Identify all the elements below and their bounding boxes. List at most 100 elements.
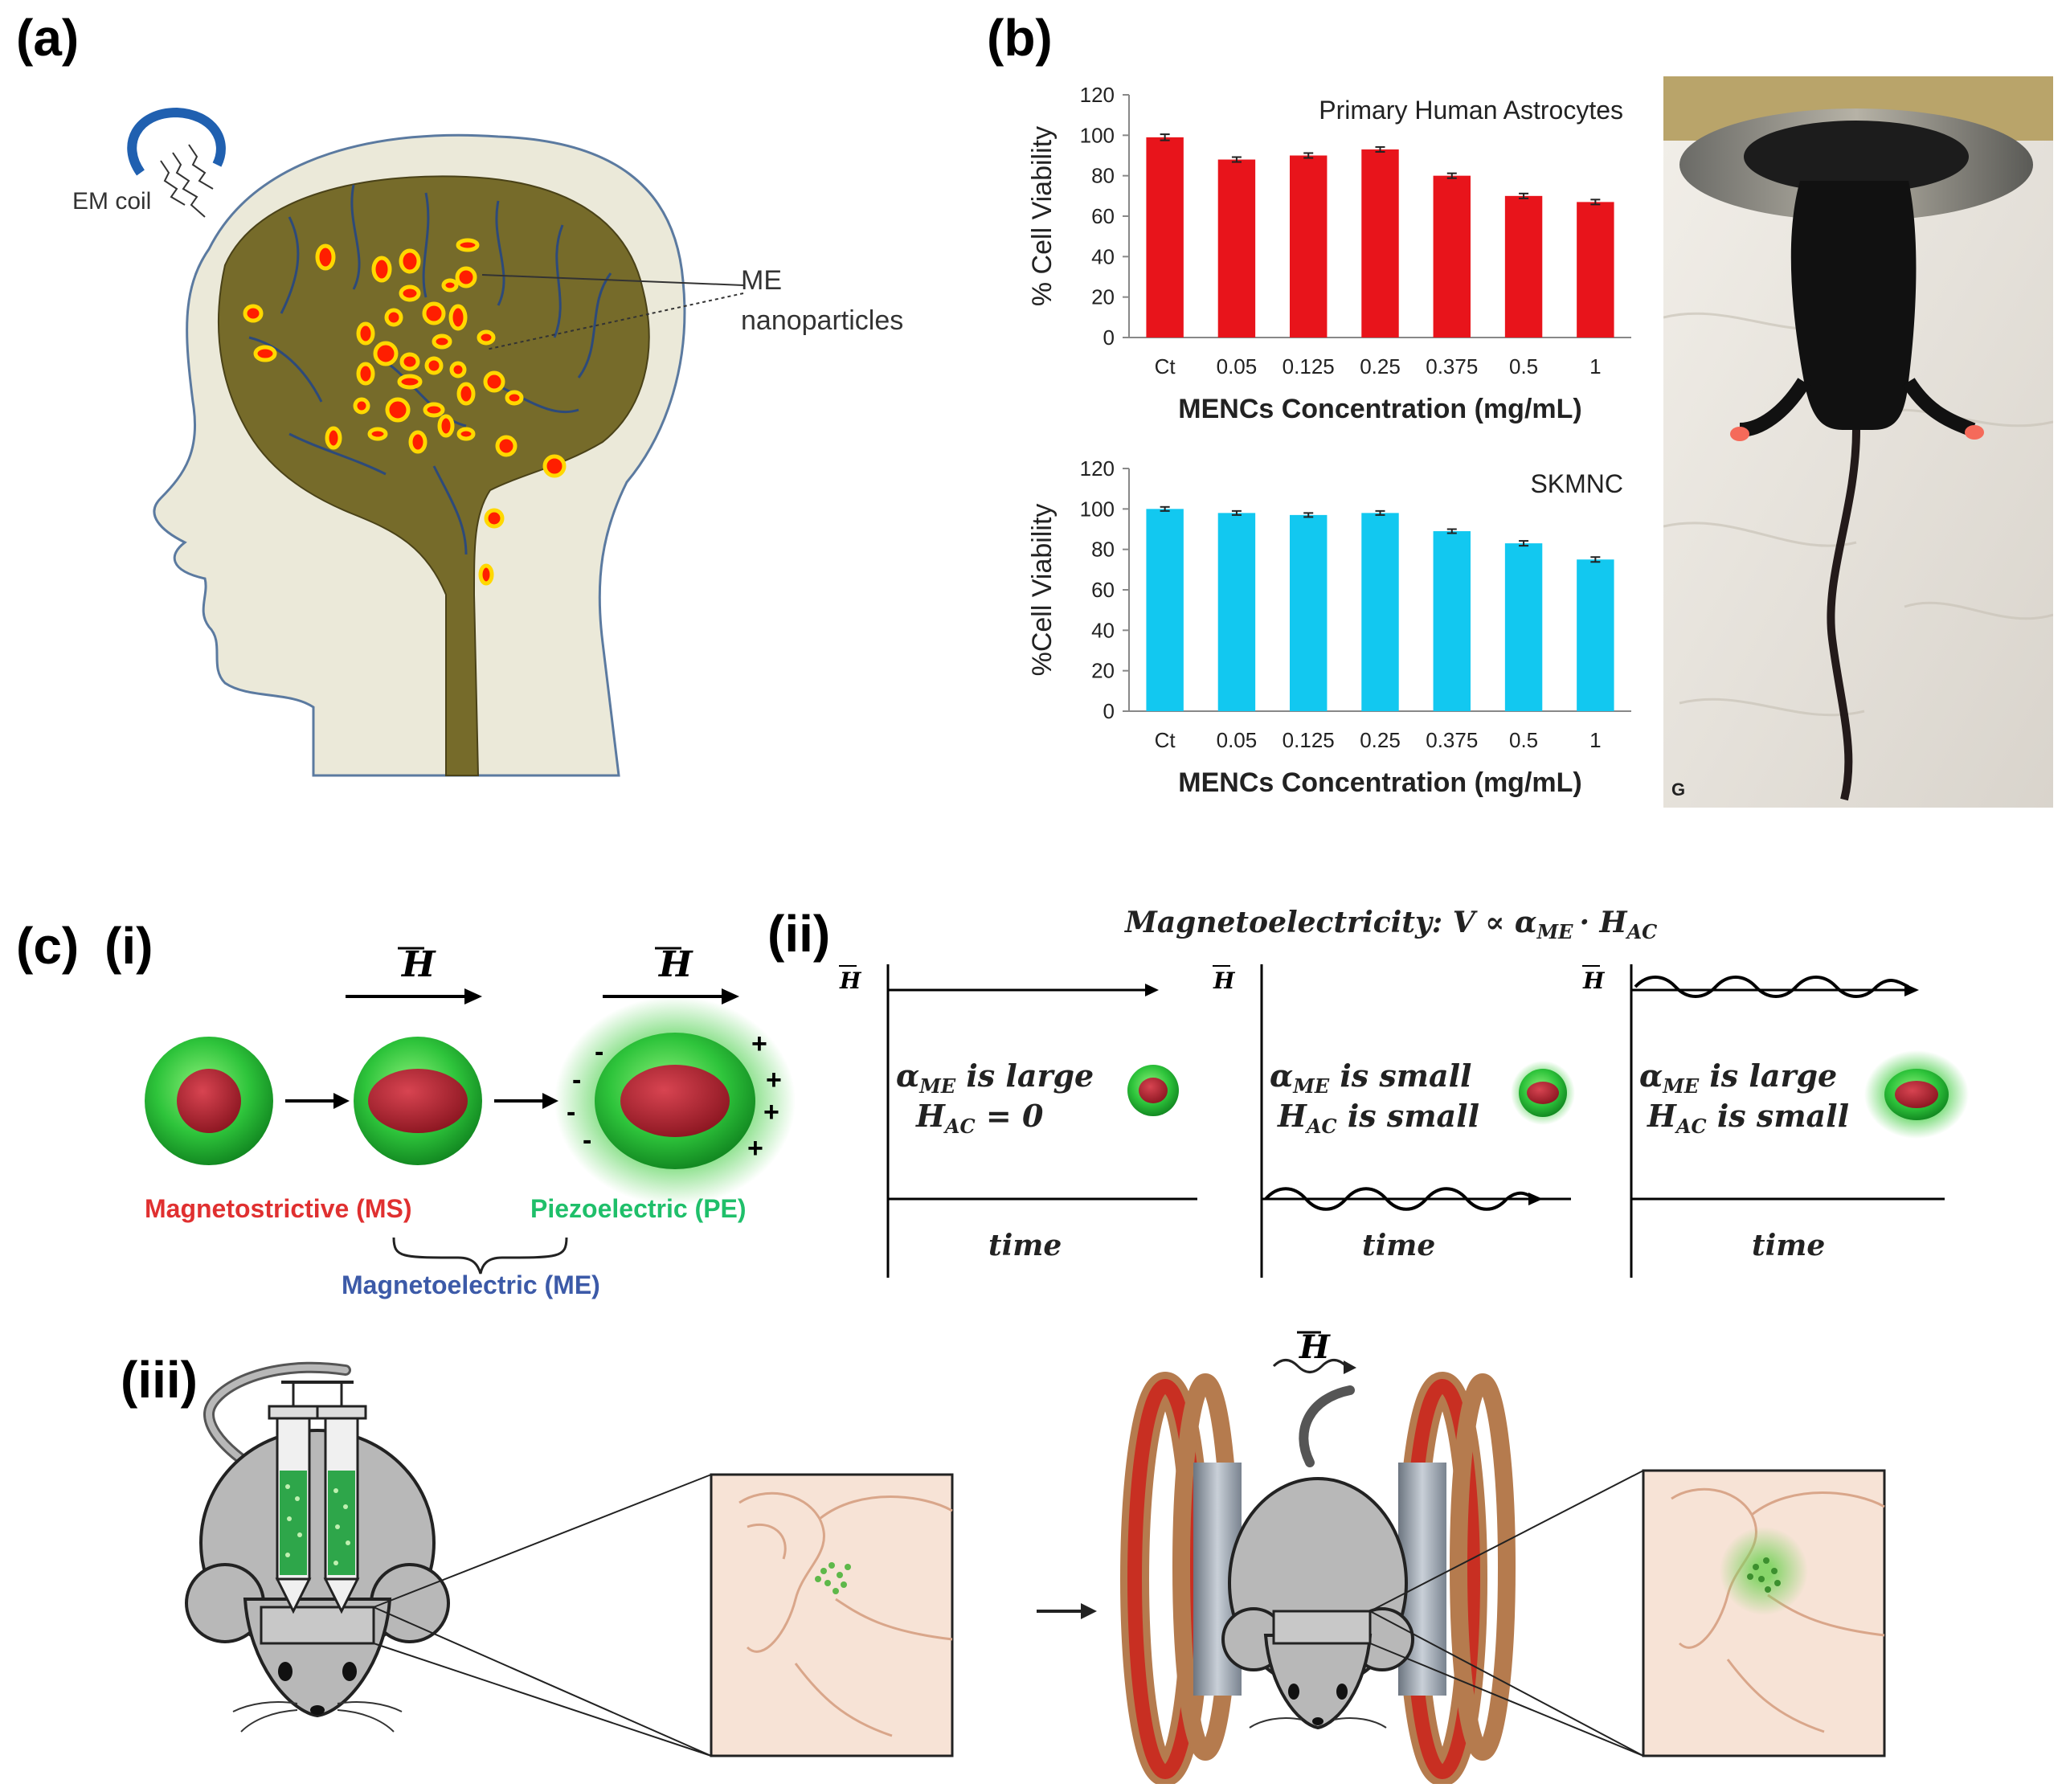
box1-line2: HAC = 0 <box>915 1098 1044 1138</box>
svg-text:+: + <box>766 1065 782 1095</box>
field-label-ii-1: H <box>839 968 862 994</box>
em-coil-icon <box>127 107 226 218</box>
time-plot-1: H αME is large HAC = 0 time <box>839 964 1197 1278</box>
y-tick-label: 80 <box>1091 164 1115 188</box>
x-axis-label: MENCs Concentration (mg/mL) <box>1178 767 1581 798</box>
x-tick-label: 0.25 <box>1360 354 1401 378</box>
x-tick-label: 0.5 <box>1509 728 1538 752</box>
y-tick-label: 0 <box>1103 699 1115 723</box>
y-tick-label: 120 <box>1080 456 1115 481</box>
y-axis-label: % Cell Viability <box>1027 126 1058 306</box>
x-tick-label: 0.125 <box>1283 354 1335 378</box>
magnetoelectricity-diagram: Magnetoelectricity: V ∝ αME· HAC H αME i… <box>839 906 1969 1278</box>
me-nanoparticles <box>243 238 567 586</box>
svg-text:-: - <box>595 1037 603 1067</box>
bar <box>1433 175 1471 338</box>
particle-strained <box>354 1037 482 1165</box>
time-plot-2: H αME is small HAC is small time <box>1213 964 1575 1278</box>
bar <box>1217 159 1256 338</box>
box2-line1: αME is small <box>1270 1058 1472 1098</box>
y-axis-label: %Cell Viability <box>1027 504 1058 677</box>
me-label-line1: ME <box>741 265 782 296</box>
x-tick-label: 0.5 <box>1509 354 1538 378</box>
box3-line1: αME is large <box>1639 1058 1837 1098</box>
y-tick-label: 60 <box>1091 204 1115 228</box>
y-tick-label: 0 <box>1103 325 1115 350</box>
em-coil-label: EM coil <box>72 188 151 215</box>
x-tick-label: 1 <box>1589 728 1601 752</box>
bar <box>1577 202 1614 338</box>
x-tick-label: 0.375 <box>1426 728 1478 752</box>
brain-sulci <box>248 184 612 555</box>
x-tick-label: 0.25 <box>1360 728 1401 752</box>
me-mechanism-diagram: H H ---- ++++ Magnetostrictive (MS) Piez… <box>145 944 796 1299</box>
panel-label-a: (a) <box>16 9 80 67</box>
chart-title: SKMNC <box>1530 469 1623 498</box>
bar <box>1577 559 1614 711</box>
pe-label: Piezoelectric (PE) <box>530 1194 747 1223</box>
particle-polarized <box>554 996 796 1205</box>
x-tick-label: 0.125 <box>1283 728 1335 752</box>
time-label-1: time <box>988 1229 1062 1262</box>
y-tick-label: 120 <box>1080 83 1115 107</box>
ms-label: Magnetostrictive (MS) <box>145 1194 411 1223</box>
box2-line2: HAC is small <box>1277 1098 1479 1138</box>
y-tick-label: 40 <box>1091 244 1115 268</box>
charge-signs: ---- ++++ <box>567 1029 782 1164</box>
mouse-photo: G <box>1663 76 2053 808</box>
me-equation: Magnetoelectricity: V ∝ αME· HAC <box>1123 906 1657 943</box>
bar <box>1433 531 1471 711</box>
svg-text:+: + <box>763 1097 779 1127</box>
x-tick-label: 0.05 <box>1217 354 1258 378</box>
field-label-2: H <box>657 944 693 985</box>
chart-title: Primary Human Astrocytes <box>1319 96 1623 125</box>
particle-rest <box>145 1037 273 1165</box>
bar <box>1146 509 1184 711</box>
mouse-stimulation <box>1221 1385 1414 1730</box>
bar <box>1290 155 1328 338</box>
svg-text:+: + <box>751 1029 767 1059</box>
brain-shape <box>217 175 650 776</box>
field-label-1: H <box>400 944 436 985</box>
syringes <box>268 1381 367 1614</box>
svg-text:-: - <box>567 1097 575 1127</box>
x-tick-label: 0.05 <box>1217 728 1258 752</box>
panel-label-c: (c) <box>16 917 80 975</box>
x-axis-label: MENCs Concentration (mg/mL) <box>1178 394 1581 424</box>
svg-text:-: - <box>583 1125 591 1156</box>
bar <box>1361 149 1399 338</box>
bar <box>1504 195 1543 338</box>
box3-line2: HAC is small <box>1647 1098 1849 1138</box>
x-tick-label: 1 <box>1589 354 1601 378</box>
x-tick-label: Ct <box>1155 354 1176 378</box>
in-vivo-procedure-diagram: H <box>185 1328 1886 1784</box>
time-label-2: time <box>1362 1229 1435 1262</box>
field-label-iii: H <box>1299 1328 1331 1366</box>
me-label-line2: nanoparticles <box>741 305 903 336</box>
panel-label-ciii: (iii) <box>121 1351 198 1409</box>
photo-corner-label: G <box>1671 779 1685 800</box>
field-label-ii-3: H <box>1582 968 1606 994</box>
me-label: Magnetoelectric (ME) <box>342 1270 600 1299</box>
panel-label-ci: (i) <box>104 917 153 975</box>
panel-label-cii: (ii) <box>767 905 831 963</box>
field-label-ii-2: H <box>1213 968 1236 994</box>
x-tick-label: 0.375 <box>1426 354 1478 378</box>
bar <box>1146 137 1184 338</box>
x-tick-label: Ct <box>1155 728 1176 752</box>
bar <box>1290 514 1328 711</box>
bar <box>1217 513 1256 711</box>
box1-line1: αME is large <box>896 1058 1094 1098</box>
bar <box>1361 513 1399 711</box>
y-tick-label: 60 <box>1091 578 1115 602</box>
mouse-injection <box>185 1361 954 1757</box>
y-tick-label: 80 <box>1091 538 1115 562</box>
annotation-lines <box>481 274 744 350</box>
y-tick-label: 100 <box>1080 123 1115 147</box>
head-illustration: ME nanoparticles EM coil <box>72 107 903 777</box>
y-tick-label: 40 <box>1091 618 1115 642</box>
bar <box>1504 543 1543 711</box>
svg-text:-: - <box>572 1065 581 1095</box>
